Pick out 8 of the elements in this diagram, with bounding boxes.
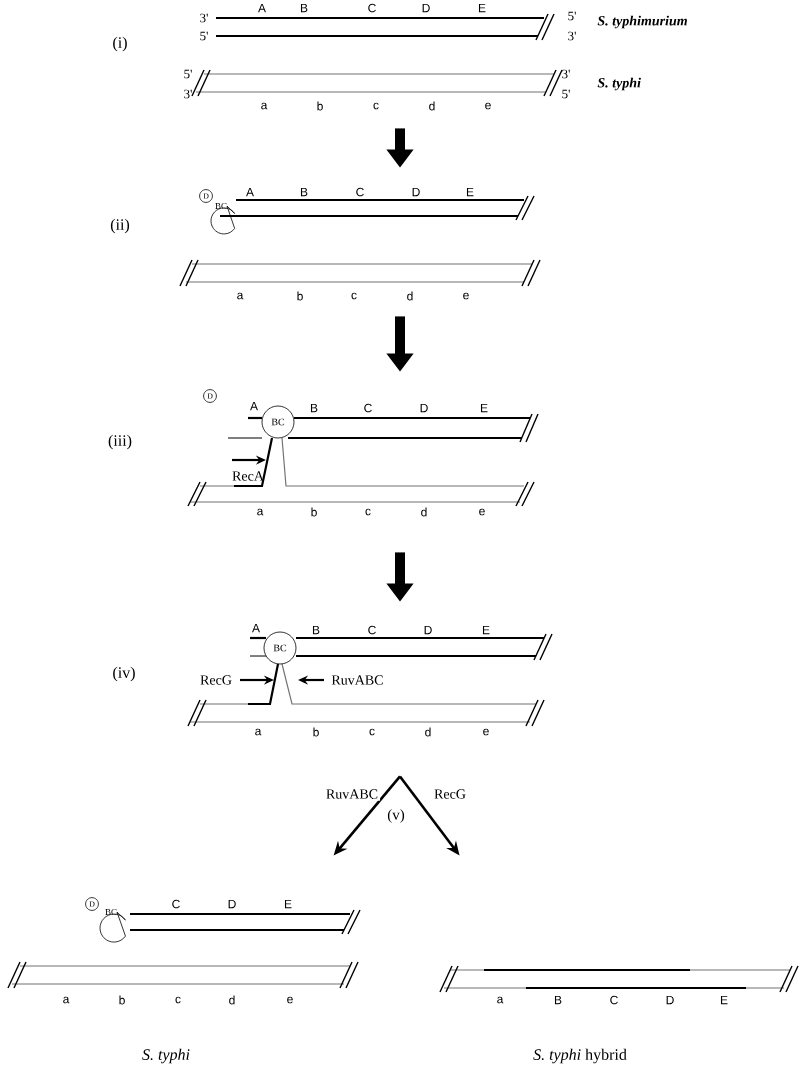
stage-label: (ii) [110, 218, 130, 234]
stage-label: (iii) [108, 434, 132, 450]
dna-drawing [439, 965, 799, 993]
stage-label: (iv) [113, 666, 135, 682]
dna-drawing [191, 13, 563, 97]
panel-caption: S. typhi hybrid [533, 1048, 627, 1064]
panel-caption: S. typhi [142, 1048, 190, 1064]
stage-label: (i) [113, 36, 127, 52]
